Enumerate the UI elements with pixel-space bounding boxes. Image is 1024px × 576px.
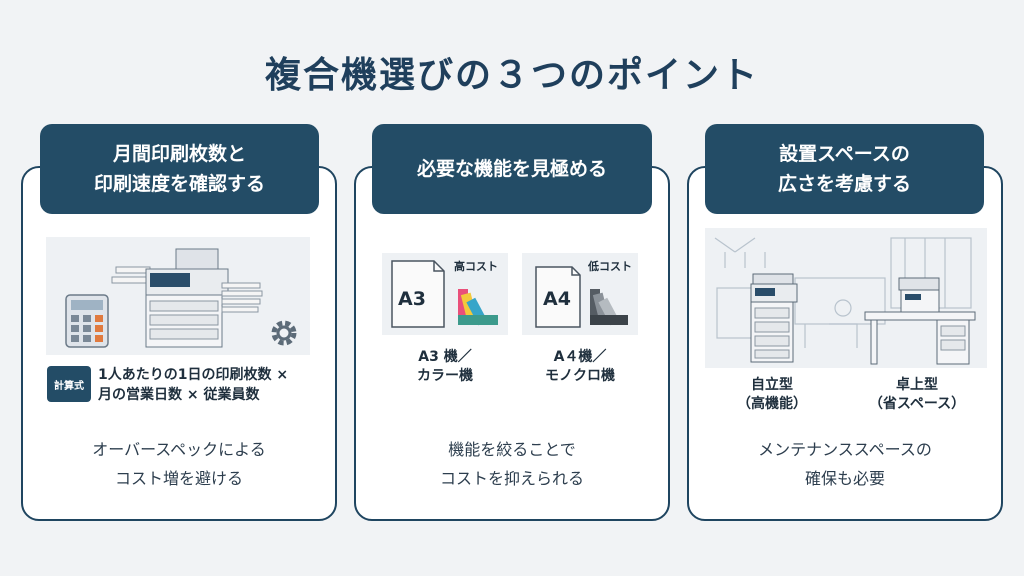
summary-line: オーバースペックによる xyxy=(92,440,266,459)
header-line: 広さを考慮する xyxy=(777,173,911,195)
cost-label: 高コスト xyxy=(454,260,498,273)
paper-size-label: A3 xyxy=(398,288,426,310)
card-header-print-volume: 月間印刷枚数と 印刷速度を確認する xyxy=(40,124,319,214)
header-line: 月間印刷枚数と xyxy=(112,143,246,165)
card-summary: メンテナンススペースの 確保も必要 xyxy=(687,435,1003,493)
page-title: 複合機選びの３つのポイント xyxy=(264,55,759,96)
header-line: 印刷速度を確認する xyxy=(93,173,265,195)
option-label-line: A４機／ xyxy=(553,349,607,365)
card-header-functions: 必要な機能を見極める xyxy=(372,124,652,214)
formula-badge: 計算式 xyxy=(47,366,91,402)
gear-icon xyxy=(271,320,297,346)
paper-icon xyxy=(391,260,445,328)
formula-line: 1人あたりの1日の印刷枚数 × xyxy=(98,367,289,383)
summary-line: 機能を絞ることで xyxy=(448,440,576,459)
color-swatch-icon xyxy=(458,289,498,326)
header-line: 必要な機能を見極める xyxy=(416,158,607,180)
card-summary: 機能を絞ることで コストを抑えられる xyxy=(354,435,670,493)
paper-size-label: A4 xyxy=(543,288,571,310)
summary-line: 確保も必要 xyxy=(804,469,885,488)
gray-swatch-icon xyxy=(590,289,628,326)
printer-icon xyxy=(111,248,263,348)
option-label-a3: A3 機／ カラー機 xyxy=(382,348,508,386)
office-space-illustration xyxy=(705,228,987,368)
a4-mono-illustration xyxy=(522,253,638,335)
a3-color-illustration xyxy=(382,253,508,335)
type-label-desktop: 卓上型 （省スペース） xyxy=(852,376,982,414)
desk-icon xyxy=(864,311,976,365)
card-summary: オーバースペックによる コスト増を避ける xyxy=(21,435,337,493)
summary-line: コストを抑えられる xyxy=(439,469,584,488)
summary-line: メンテナンススペースの xyxy=(758,440,932,459)
calculator-icon xyxy=(65,294,109,348)
desktop-printer-icon xyxy=(898,277,940,313)
card-header-space: 設置スペースの 広さを考慮する xyxy=(705,124,984,214)
paper-icon xyxy=(535,266,581,328)
standalone-printer-icon xyxy=(750,273,798,363)
type-label-line: 卓上型 xyxy=(896,377,938,393)
type-label-line: （高機能） xyxy=(737,396,807,412)
type-label-line: （省スペース） xyxy=(868,396,966,412)
type-label-line: 自立型 xyxy=(751,377,793,393)
header-line: 設置スペースの xyxy=(779,143,910,165)
printer-illustration xyxy=(46,237,310,355)
option-label-line: カラー機 xyxy=(417,368,473,384)
option-label-line: モノクロ機 xyxy=(545,368,615,384)
point-card-functions xyxy=(354,166,670,521)
type-label-standalone: 自立型 （高機能） xyxy=(722,376,822,414)
cost-label: 低コスト xyxy=(588,260,632,273)
formula-text: 1人あたりの1日の印刷枚数 × 月の営業日数 × 従業員数 xyxy=(98,365,288,405)
option-label-line: A3 機／ xyxy=(418,349,472,365)
option-label-a4: A４機／ モノクロ機 xyxy=(522,348,638,386)
summary-line: コスト増を避ける xyxy=(114,469,243,488)
formula-line: 月の営業日数 × 従業員数 xyxy=(98,387,260,403)
